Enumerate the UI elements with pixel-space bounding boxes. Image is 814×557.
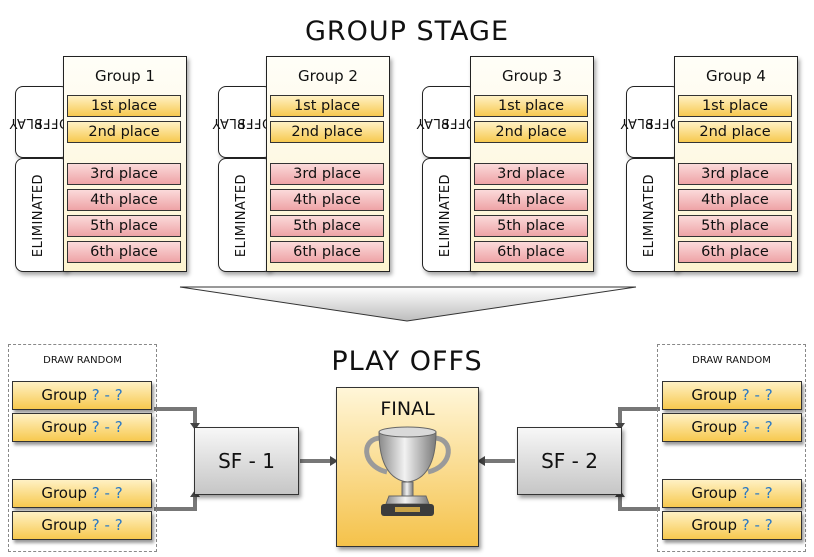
draw-slot: Group ? - ? (12, 479, 152, 508)
group-stage-title: GROUP STAGE (304, 16, 510, 47)
group-card: Group 3 1st place 2nd place 3rd place 4t… (470, 56, 594, 272)
place-5: 5th place (67, 215, 181, 237)
arrowhead (477, 456, 485, 466)
group-name: Group 3 (502, 67, 562, 85)
place-3: 3rd place (67, 163, 181, 185)
group-name: Group 2 (298, 67, 358, 85)
place-6: 6th place (678, 241, 792, 263)
group-name: Group 4 (706, 67, 766, 85)
place-4: 4th place (67, 189, 181, 211)
group-card: Group 4 1st place 2nd place 3rd place 4t… (674, 56, 798, 272)
place-2: 2nd place (474, 121, 588, 143)
place-2: 2nd place (678, 121, 792, 143)
final-box: FINAL (336, 387, 479, 547)
place-6: 6th place (67, 241, 181, 263)
draw-random-box-right: DRAW RANDOM (657, 344, 806, 552)
draw-random-label: DRAW RANDOM (43, 355, 122, 366)
place-5: 5th place (678, 215, 792, 237)
place-2: 2nd place (67, 121, 181, 143)
place-5: 5th place (270, 215, 384, 237)
draw-random-box-left: DRAW RANDOM (8, 344, 157, 552)
bracket-connector-left (154, 407, 332, 511)
place-6: 6th place (474, 241, 588, 263)
funnel-arrow (179, 286, 637, 322)
place-3: 3rd place (270, 163, 384, 185)
group-card: Group 1 1st place 2nd place 3rd place 4t… (63, 56, 187, 272)
place-3: 3rd place (474, 163, 588, 185)
semifinal-2-box: SF - 2 (517, 427, 622, 495)
place-1: 1st place (678, 95, 792, 117)
place-2: 2nd place (270, 121, 384, 143)
draw-slot: Group ? - ? (662, 511, 802, 540)
place-4: 4th place (474, 189, 588, 211)
arrowhead (190, 423, 200, 430)
draw-random-label: DRAW RANDOM (692, 355, 771, 366)
draw-slot: Group ? - ? (662, 413, 802, 442)
place-6: 6th place (270, 241, 384, 263)
draw-slot: Group ? - ? (12, 511, 152, 540)
place-3: 3rd place (678, 163, 792, 185)
draw-slot: Group ? - ? (12, 413, 152, 442)
draw-slot: Group ? - ? (662, 479, 802, 508)
place-5: 5th place (474, 215, 588, 237)
place-4: 4th place (270, 189, 384, 211)
arrowhead (330, 456, 338, 466)
eliminated-side-label: ELIMINATED (15, 158, 69, 272)
final-label: FINAL (380, 398, 435, 420)
place-4: 4th place (678, 189, 792, 211)
place-1: 1st place (67, 95, 181, 117)
arrowhead (615, 423, 625, 430)
place-1: 1st place (474, 95, 588, 117)
eliminated-side-label: ELIMINATED (626, 158, 680, 272)
bracket-connector-right (483, 407, 660, 511)
trophy-icon (364, 426, 451, 516)
playoffs-title: PLAY OFFS (331, 346, 483, 377)
place-1: 1st place (270, 95, 384, 117)
draw-slot: Group ? - ? (12, 381, 152, 410)
group-card: Group 2 1st place 2nd place 3rd place 4t… (266, 56, 390, 272)
draw-slot: Group ? - ? (662, 381, 802, 410)
semifinal-1-box: SF - 1 (194, 427, 299, 495)
group-name: Group 1 (95, 67, 155, 85)
